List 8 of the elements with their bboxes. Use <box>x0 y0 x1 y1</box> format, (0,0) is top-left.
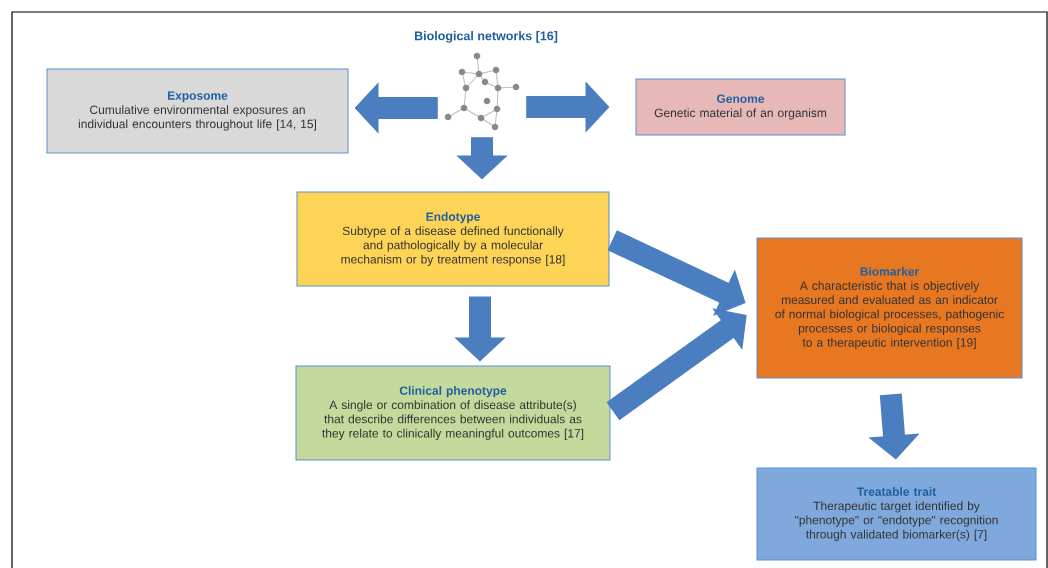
block-arrow <box>606 308 747 421</box>
network-heading: Biological networks [16] <box>414 31 558 43</box>
definition-box: Endotype Subtype of a disease defined functionally and pathologically by a molecular mechanism or by treatment response [18] <box>296 191 610 287</box>
definition-box: Clinical phenotype A single or combination of disease attribute(s) that describe differences between individuals as they relate to clinically meaningful outcomes [17] <box>295 365 611 461</box>
definition-box: Genome Genetic material of an organism <box>635 78 846 136</box>
definition-box: Treatable trait Therapeutic target identified by "phenotype" or "endotype" recognition through validated biomarker(s) [7] <box>756 467 1037 561</box>
definition-box: Exposome Cumulative environmental exposures an individual encounters throughout life [14, 15] <box>46 68 349 154</box>
definition-box: Biomarker A characteristic that is objectively measured and evaluated as an indicator of normal biological processes, pathogenic processes or biological responses to a therapeutic intervention [19] <box>756 237 1023 379</box>
